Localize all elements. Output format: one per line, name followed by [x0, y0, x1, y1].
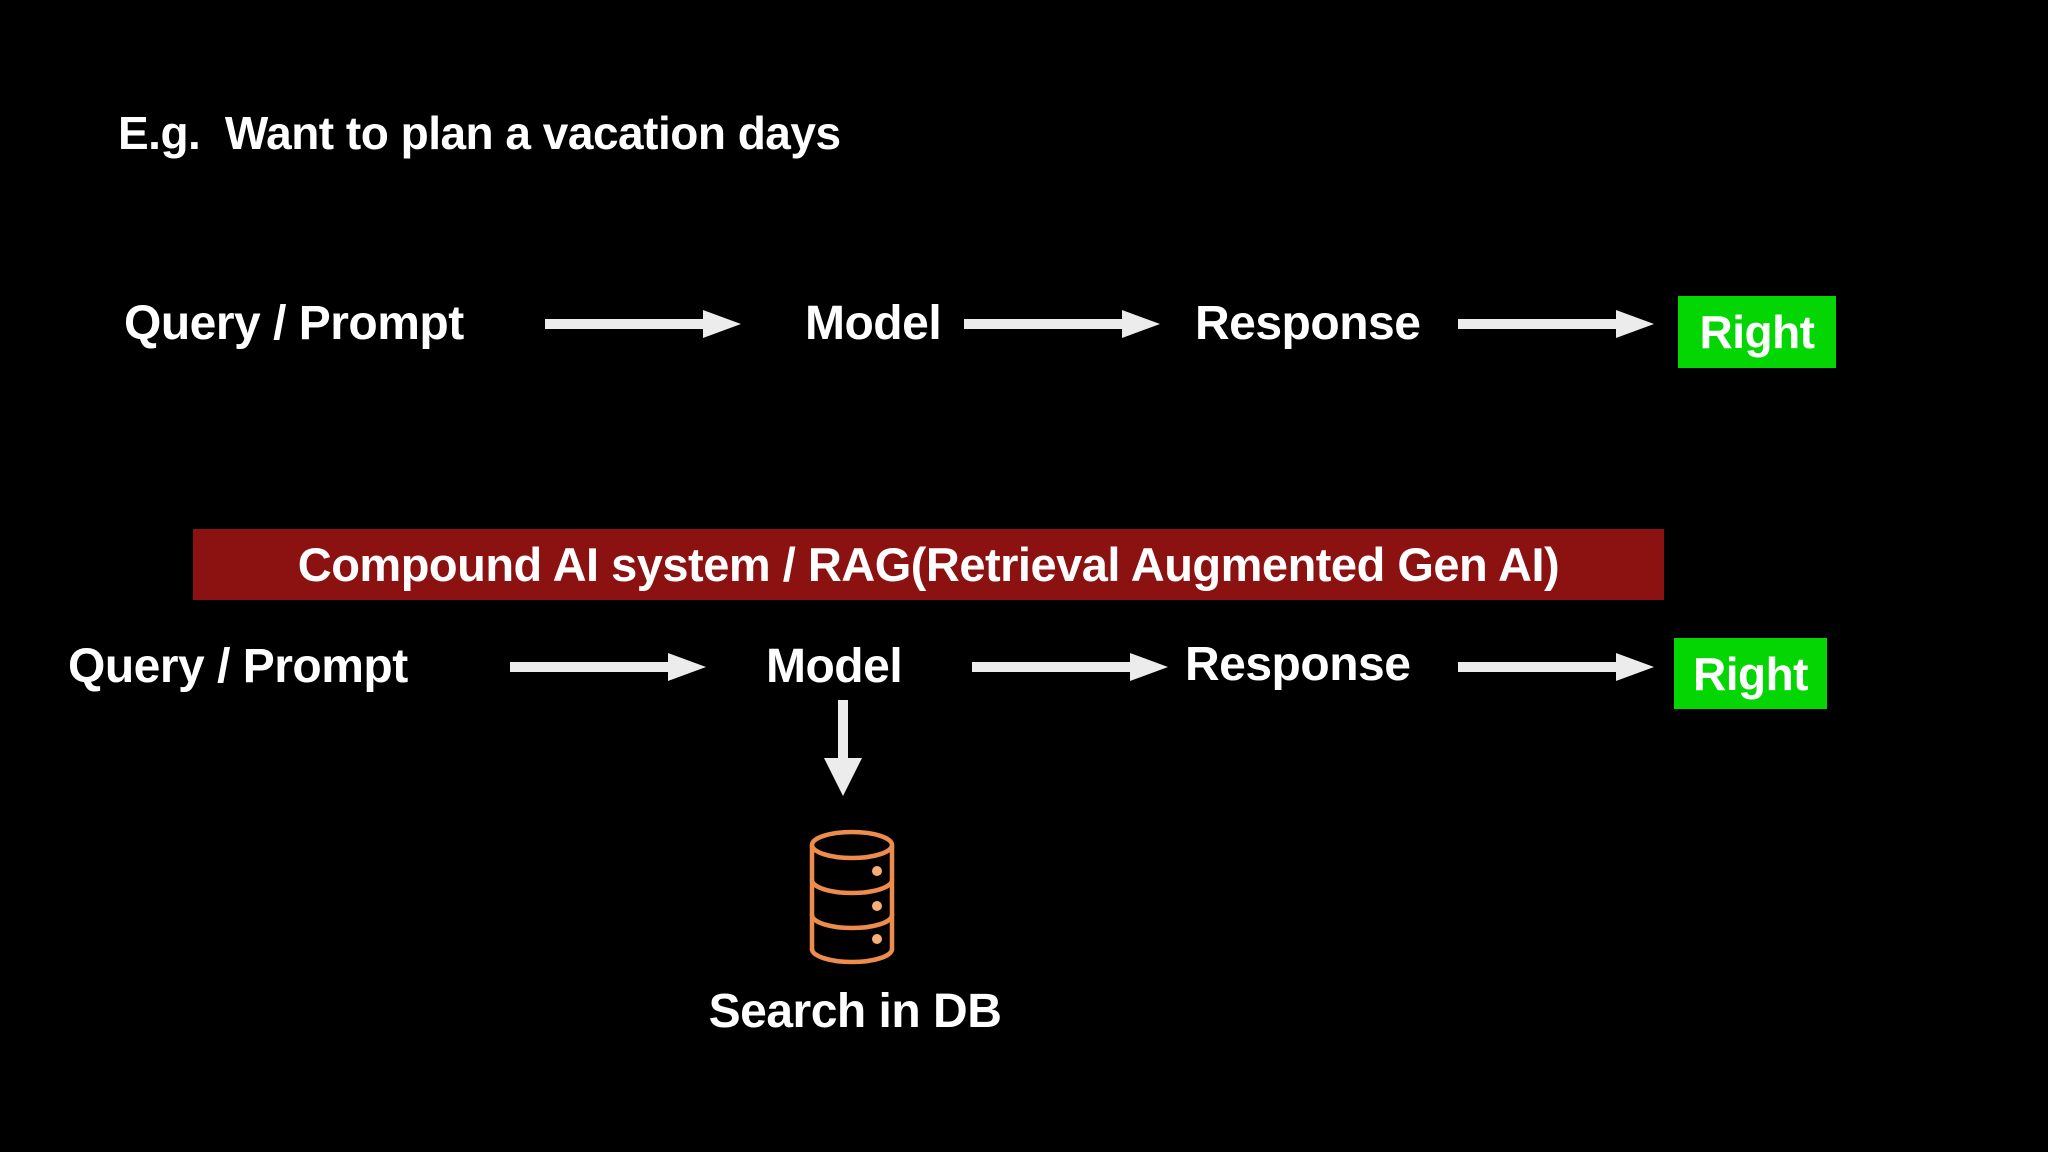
arrow-right-icon	[1458, 653, 1654, 681]
database-icon	[809, 829, 895, 965]
flow-basic-model-label: Model	[805, 297, 942, 350]
flow-rag-response-label: Response	[1185, 638, 1411, 691]
page-title: E.g. Want to plan a vacation days	[118, 107, 841, 159]
arrow-right-icon	[510, 653, 706, 681]
flow-basic-response-label: Response	[1195, 297, 1421, 350]
arrow-right-icon	[545, 310, 741, 338]
flow-basic-query-label: Query / Prompt	[124, 297, 464, 350]
flow-rag-query-label: Query / Prompt	[68, 640, 408, 693]
arrow-right-icon	[972, 653, 1168, 681]
flow-basic-result-badge: Right	[1678, 296, 1836, 368]
search-in-db-caption: Search in DB	[708, 985, 1002, 1038]
flow-rag-model-label: Model	[766, 640, 903, 693]
arrow-right-icon	[1458, 310, 1654, 338]
flow-rag-result-badge: Right	[1674, 638, 1827, 709]
arrow-right-icon	[964, 310, 1160, 338]
compound-ai-banner: Compound AI system / RAG(Retrieval Augme…	[193, 529, 1664, 600]
arrow-down-icon	[824, 700, 862, 796]
